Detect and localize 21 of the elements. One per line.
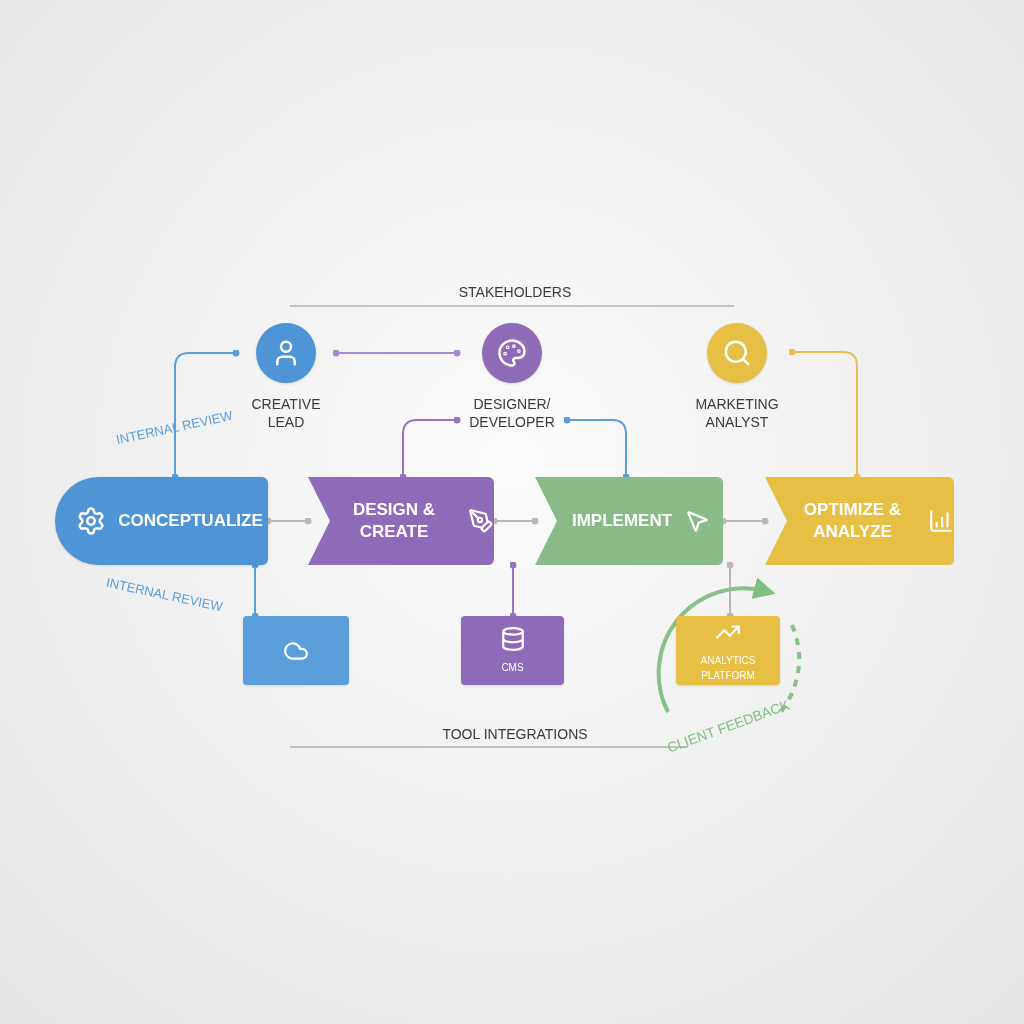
edge-note: INTERNAL REVIEW [114, 406, 235, 450]
edge-note: INTERNAL REVIEW [104, 573, 225, 617]
process-box [55, 477, 268, 565]
process-box [765, 477, 954, 565]
stakeholder-label: DESIGNER/ DEVELOPER [468, 395, 556, 431]
stakeholder-label: CREATIVE LEAD [250, 395, 322, 431]
process-label: DESIGN & CREATE [351, 499, 437, 543]
tool-box [676, 616, 780, 685]
tool-box [243, 616, 349, 685]
tool-box [461, 616, 564, 685]
tool-label: ANALYTICS PLATFORM [699, 653, 757, 683]
section-heading: STAKEHOLDERS [457, 283, 573, 302]
tool-label: CMS [501, 661, 524, 675]
process-label: IMPLEMENT [571, 510, 673, 532]
connector-line [332, 349, 461, 357]
section-heading: TOOL INTEGRATIONS [441, 725, 589, 744]
process-label: CONCEPTUALIZE [118, 510, 263, 532]
process-box [535, 477, 723, 565]
process-label: OPTIMIZE & ANALYZE [802, 499, 903, 543]
stakeholder-label: MARKETING ANALYST [694, 395, 780, 431]
process-box [308, 477, 494, 565]
